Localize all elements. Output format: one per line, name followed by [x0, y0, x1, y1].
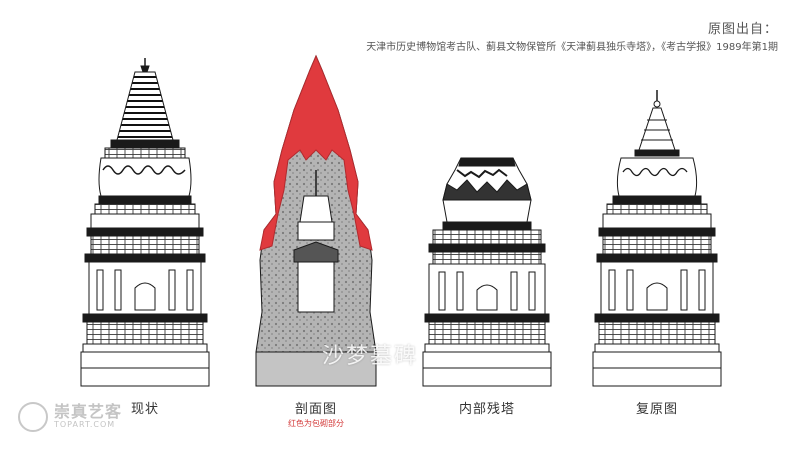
logo-circle-icon: [18, 402, 48, 432]
logo-english-text: TOPART.COM: [54, 420, 116, 430]
pagoda-restoration: [592, 90, 722, 387]
pagoda-current-state: [80, 58, 210, 387]
site-logo: 崇真艺客 TOPART.COM: [18, 402, 122, 432]
pagoda-inner-ruin: [422, 157, 552, 387]
watermark-text: 沙梦墓碑: [322, 344, 419, 369]
source-citation: 天津市历史博物馆考古队、蓟县文物保管所《天津蓟县独乐寺塔》，《考古学报》1989…: [366, 42, 778, 53]
caption-restoration: 复原图: [635, 402, 678, 417]
caption-inner-ruin: 内部残塔: [458, 402, 515, 417]
caption-section-view: 剖面图: [294, 402, 337, 417]
pagoda-section-view: [255, 54, 377, 387]
logo-chinese-text: 崇真艺客: [54, 402, 123, 422]
source-title: 原图出自：: [707, 22, 778, 37]
caption-current-state: 现状: [130, 402, 159, 417]
subcaption-section-view: 红色为包砌部分: [288, 419, 344, 428]
